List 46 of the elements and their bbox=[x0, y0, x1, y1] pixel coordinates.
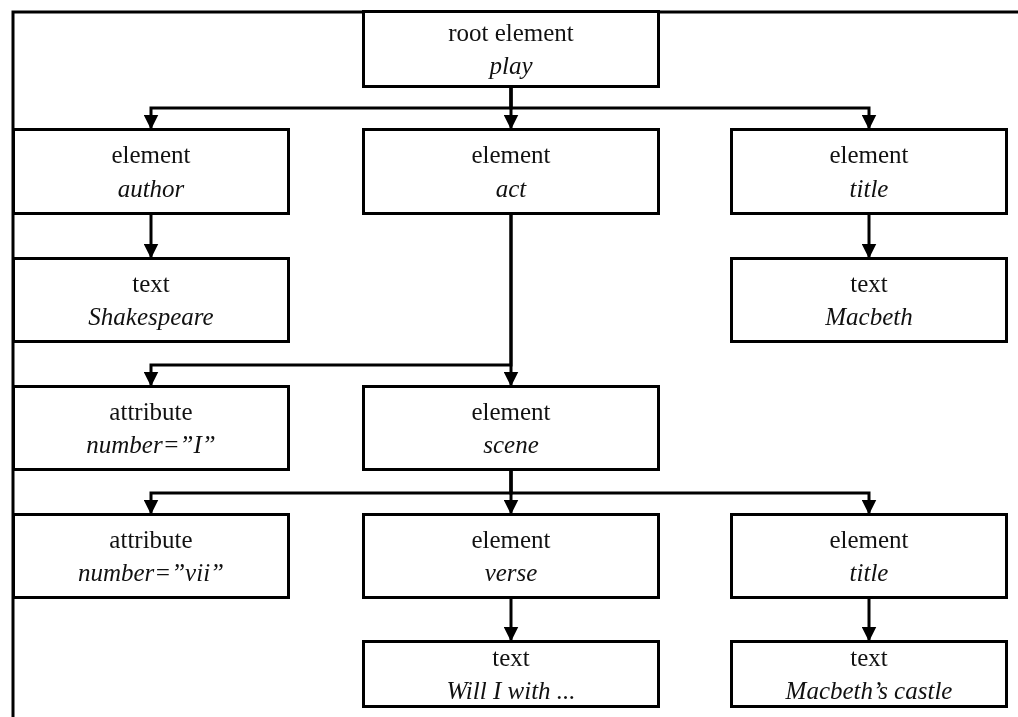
node-kind: attribute bbox=[109, 397, 193, 425]
node-value: number=”I” bbox=[86, 431, 216, 459]
node-box bbox=[730, 257, 1008, 343]
node-kind: text bbox=[850, 269, 888, 297]
node-value: Macbeth’s castle bbox=[785, 677, 953, 705]
node-value: Macbeth bbox=[825, 303, 913, 331]
node-value: verse bbox=[484, 559, 538, 587]
node-value: scene bbox=[483, 431, 539, 459]
node-value: play bbox=[489, 52, 533, 80]
arrow bbox=[509, 471, 877, 515]
node-box bbox=[12, 385, 290, 471]
node-kind: element bbox=[111, 141, 191, 169]
node-box bbox=[12, 128, 290, 215]
node-kind: element bbox=[471, 525, 551, 553]
node-box bbox=[730, 128, 1008, 215]
arrow bbox=[143, 215, 159, 259]
node-value: number=”vii” bbox=[77, 559, 224, 587]
node-kind: text bbox=[850, 643, 888, 671]
node-kind: attribute bbox=[109, 525, 193, 553]
node-kind: element bbox=[829, 141, 909, 169]
node-value: Shakespeare bbox=[88, 303, 214, 331]
node-box bbox=[362, 385, 660, 471]
arrow bbox=[503, 215, 519, 387]
node-box bbox=[362, 640, 660, 708]
node-kind: element bbox=[471, 397, 551, 425]
node-kind: root element bbox=[448, 18, 574, 46]
node-box bbox=[12, 513, 290, 599]
node-kind: text bbox=[492, 643, 530, 671]
node-value: author bbox=[117, 174, 185, 202]
node-value: title bbox=[849, 174, 889, 202]
arrow bbox=[503, 599, 519, 642]
node-box bbox=[730, 513, 1008, 599]
node-kind: text bbox=[132, 269, 170, 297]
node-box bbox=[362, 10, 660, 88]
node-box bbox=[730, 640, 1008, 708]
node-box bbox=[362, 513, 660, 599]
node-kind: element bbox=[471, 141, 551, 169]
node-kind: element bbox=[829, 525, 909, 553]
node-box bbox=[12, 257, 290, 343]
node-value: title bbox=[849, 559, 889, 587]
node-value: act bbox=[495, 174, 527, 202]
node-value: Will I with ... bbox=[446, 677, 576, 705]
arrow bbox=[509, 88, 877, 130]
node-box bbox=[362, 128, 660, 215]
arrow bbox=[861, 215, 877, 259]
arrow bbox=[861, 599, 877, 642]
